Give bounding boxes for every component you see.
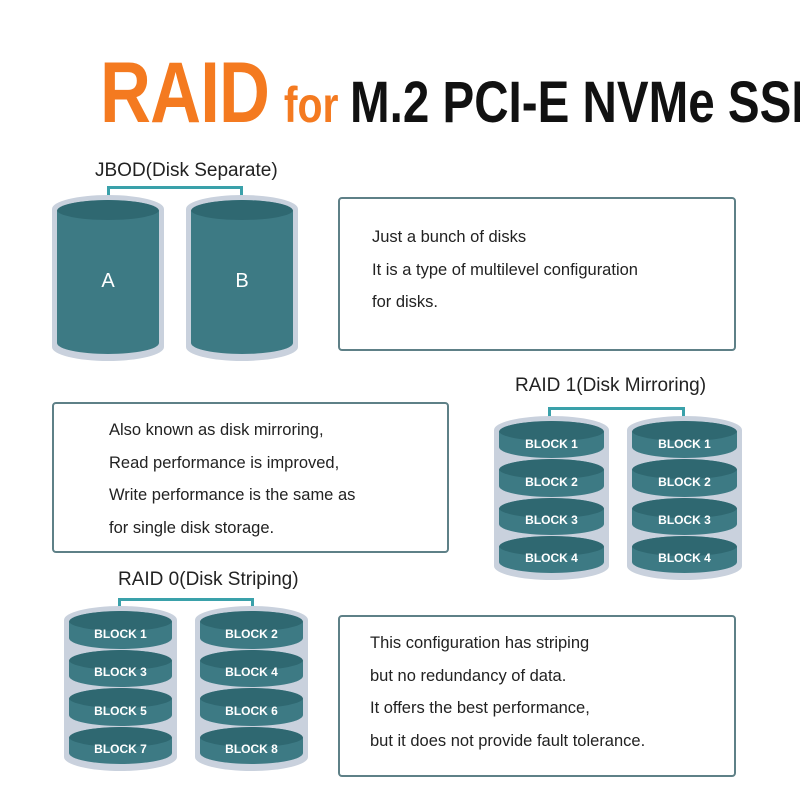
block-label: BLOCK 1: [94, 626, 147, 641]
raid1-line: Also known as disk mirroring,: [109, 421, 324, 439]
block-label: BLOCK 1: [658, 436, 711, 451]
raid1-disk-1: BLOCK 1 BLOCK 2 BLOCK 3 BLOCK 4: [494, 416, 609, 580]
block-label: BLOCK 7: [94, 742, 147, 757]
disk-block: BLOCK 2: [499, 459, 604, 497]
block-label: B: [235, 269, 249, 292]
disk-block: BLOCK 6: [200, 688, 303, 726]
raid0-line: but it does not provide fault tolerance.: [370, 731, 646, 750]
block-label: BLOCK 2: [658, 474, 711, 489]
disk-block: BLOCK 2: [632, 459, 737, 497]
title-for: for: [283, 77, 339, 133]
raid1-line: for single disk storage.: [109, 518, 275, 537]
raid1-line: Write performance is the same as: [109, 486, 356, 504]
disk-block: BLOCK 8: [200, 726, 303, 764]
block-label: BLOCK 4: [525, 551, 578, 566]
disk-block: BLOCK 4: [499, 535, 604, 573]
disk-block: BLOCK 2: [200, 611, 303, 649]
disk-block: BLOCK 1: [499, 421, 604, 459]
raid0-line: but no redundancy of data.: [370, 666, 567, 685]
title-raid: RAID: [100, 45, 270, 141]
block-label: BLOCK 4: [658, 551, 711, 566]
block-label: BLOCK 6: [225, 703, 278, 718]
jbod-label: JBOD(Disk Separate): [95, 160, 278, 181]
block-label: BLOCK 3: [658, 513, 711, 528]
title-product: M.2 PCI-E NVMe SSD: [349, 70, 800, 135]
raid0-description-box: This configuration has striping but no re…: [338, 615, 736, 777]
disk-block: BLOCK 7: [69, 726, 172, 764]
block-label: A: [101, 269, 115, 292]
jbod-line: Just a bunch of disks: [372, 228, 527, 246]
jbod-disk-a: A: [52, 195, 164, 361]
disk-block: BLOCK 3: [69, 649, 172, 687]
block-label: BLOCK 5: [94, 703, 147, 718]
raid0-disk-1: BLOCK 1 BLOCK 3 BLOCK 5 BLOCK 7: [64, 606, 177, 771]
block-label: BLOCK 3: [94, 665, 147, 680]
raid0-label: RAID 0(Disk Striping): [118, 569, 299, 590]
disk-block: BLOCK 4: [632, 535, 737, 573]
disk-block: BLOCK 5: [69, 688, 172, 726]
jbod-disk-b: B: [186, 195, 298, 361]
jbod-description-box: Just a bunch of disks It is a type of mul…: [338, 197, 736, 351]
jbod-line: for disks.: [372, 293, 439, 311]
block-label: BLOCK 2: [225, 626, 278, 641]
disk-block: BLOCK 3: [632, 497, 737, 535]
block-label: BLOCK 1: [525, 436, 578, 451]
raid0-line: It offers the best performance,: [370, 699, 590, 717]
disk-block: BLOCK 4: [200, 649, 303, 687]
disk-block: BLOCK 1: [69, 611, 172, 649]
block-label: BLOCK 3: [525, 513, 578, 528]
disk-block: BLOCK 3: [499, 497, 604, 535]
disk-block: A: [57, 200, 159, 354]
raid0-line: This configuration has striping: [370, 634, 590, 652]
disk-block: B: [191, 200, 293, 354]
raid1-description-box: Also known as disk mirroring, Read perfor…: [52, 402, 449, 553]
raid1-disk-2: BLOCK 1 BLOCK 2 BLOCK 3 BLOCK 4: [627, 416, 742, 580]
block-label: BLOCK 2: [525, 474, 578, 489]
jbod-line: It is a type of multilevel configuration: [372, 260, 638, 279]
raid0-disk-2: BLOCK 2 BLOCK 4 BLOCK 6 BLOCK 8: [195, 606, 308, 771]
raid1-label: RAID 1(Disk Mirroring): [515, 375, 707, 396]
block-label: BLOCK 8: [225, 742, 278, 757]
block-label: BLOCK 4: [225, 665, 278, 680]
disk-block: BLOCK 1: [632, 421, 737, 459]
raid1-line: Read performance is improved,: [109, 453, 340, 472]
